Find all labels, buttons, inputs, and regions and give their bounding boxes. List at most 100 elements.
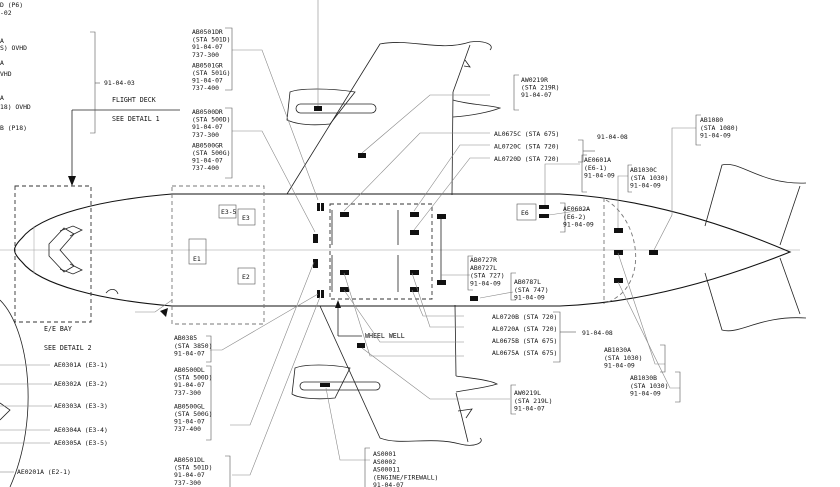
bond-marker <box>357 343 365 348</box>
callout-ab0500l-line: 91-04-07 <box>174 381 205 389</box>
callout-ab0385-line: (STA 3850) <box>174 342 212 350</box>
callout-al-lower-line: AL0675B (STA 675) <box>492 337 557 345</box>
top-left-text: S) OVHD <box>0 44 27 52</box>
callout-al-upper-date: 91-04-08 <box>597 133 628 141</box>
top-left-text: -02 <box>0 9 12 17</box>
equipment-box-e6 <box>516 203 537 221</box>
callout-ab1030a-line: 91-04-09 <box>604 362 635 370</box>
callout-ae0602a-line: 91-04-09 <box>563 221 594 229</box>
equipment-label-e2: E2 <box>242 273 250 281</box>
callout-ae0601a-line: AE0601A <box>584 156 611 164</box>
see-detail-1-label: SEE DETAIL 1 <box>112 115 160 123</box>
equipment-box-e3 <box>237 208 256 226</box>
callout-al-upper-line: AL0720C (STA 720) <box>494 143 559 151</box>
bond-marker <box>314 106 322 111</box>
callout-ab0500-line: 91-04-07 <box>192 157 223 165</box>
upper-wing <box>286 41 492 195</box>
nose-antenna <box>105 288 119 295</box>
callout-ae-left-line: AE0305A (E3-5) <box>54 439 108 447</box>
callout-ab0500l-line: AB0500DL <box>174 366 205 374</box>
callout-ab1080-line: AB1080 <box>700 116 723 124</box>
bond-marker <box>320 383 330 387</box>
callout-ab0727-line: AB0727L <box>470 264 497 272</box>
callout-ab0787l-line: 91-04-09 <box>514 294 545 302</box>
callout-ae-left-line: AE0304A (E3-4) <box>54 426 108 434</box>
callout-ab0385-line: 91-04-07 <box>174 350 205 358</box>
lower-engine-pylon <box>299 381 381 391</box>
callout-ab0501dl-line: 91-04-07 <box>174 471 205 479</box>
callout-al-lower-line: AL0720A (STA 720) <box>492 325 557 333</box>
equipment-label-e3-5: E3-5 <box>221 208 237 216</box>
callout-ab0500l-line: 737-300 <box>174 389 201 397</box>
leader-lines <box>0 49 696 476</box>
callout-ab0500l-line: 91-04-07 <box>174 418 205 426</box>
callout-ab0500-line: 737-400 <box>192 164 219 172</box>
callout-ab0501-line: 91-04-07 <box>192 43 223 51</box>
wheel-well-box <box>329 203 433 300</box>
callout-al-upper-line: AL0720D (STA 720) <box>494 155 559 163</box>
callout-ab0787l-line: (STA 747) <box>514 286 549 294</box>
callout-ae-left-line: AE0201A (E2-1) <box>17 468 71 476</box>
callout-ab0501-line: 737-300 <box>192 51 219 59</box>
callout-ab0500-line: 737-300 <box>192 131 219 139</box>
callout-ab1080-line: 91-04-09 <box>700 132 731 140</box>
callout-as000-line: AS00011 <box>373 466 400 474</box>
callout-ab0500-line: (STA 500G) <box>192 149 230 157</box>
equipment-box-e3-5 <box>218 204 237 219</box>
callout-aw0219r-line: AW0219R <box>521 76 548 84</box>
upper-engine-pylon <box>295 103 377 114</box>
callout-ab0787l-line: AB0787L <box>514 278 541 286</box>
fuselage-outline <box>13 193 792 307</box>
callout-aw0219r-line: (STA 219R) <box>521 84 559 92</box>
callout-ab0501dl-line: (STA 501D) <box>174 464 212 472</box>
callout-ab0501dl-line: AB0501DL <box>174 456 205 464</box>
top-left-text: VHD <box>0 70 12 78</box>
callout-ab0727-line: AB0727R <box>470 256 497 264</box>
callout-ab0501-line: 737-400 <box>192 84 219 92</box>
top-left-text: A <box>0 37 4 45</box>
equipment-label-e3: E3 <box>242 214 250 222</box>
callout-ab1030c-line: (STA 1030) <box>630 174 668 182</box>
callout-aw0219l-line: AW0219L <box>514 389 541 397</box>
see-detail-2-label: SEE DETAIL 2 <box>44 344 92 352</box>
callout-aw0219r-line: 91-04-07 <box>521 91 552 99</box>
nose-window-frame <box>59 225 83 275</box>
callout-aw0219l-line: 91-04-07 <box>514 405 545 413</box>
right-stabilizer <box>704 163 807 246</box>
callout-aw0219l-line: (STA 219L) <box>514 397 552 405</box>
callout-ab0500l-line: (STA 500G) <box>174 410 212 418</box>
upper-wing-trailing <box>451 44 471 196</box>
callout-brackets <box>90 27 701 487</box>
callout-ab1030b-line: 91-04-09 <box>630 390 661 398</box>
callout-ab0501-line: (STA 501G) <box>192 69 230 77</box>
callout-ab0727-line: (STA 727) <box>470 272 505 280</box>
callout-ab1030b-line: AB1030B <box>630 374 657 382</box>
callout-ae0601a-line: 91-04-09 <box>584 172 615 180</box>
callout-ab0500-line: (STA 500D) <box>192 116 230 124</box>
ee-bay-label: E/E BAY <box>44 325 72 333</box>
top-left-date: 91-04-03 <box>104 79 135 87</box>
callout-ae0602a-line: (E6-2) <box>563 213 586 221</box>
lower-engine-nacelle <box>291 364 351 400</box>
upper-engine-nacelle <box>286 88 356 126</box>
callout-as000-line: AS0001 <box>373 450 396 458</box>
equipment-box-e1 <box>188 238 207 265</box>
callout-ab0500-line: AB0500DR <box>192 108 223 116</box>
equipment-box-e2 <box>237 267 256 285</box>
callout-ab0501-line: 91-04-07 <box>192 77 223 85</box>
callout-ab1030b-line: (STA 1030) <box>630 382 668 390</box>
callout-al-lower-date: 91-04-08 <box>582 329 613 337</box>
equipment-label-e6: E6 <box>521 209 529 217</box>
callout-as000-line: AS0002 <box>373 458 396 466</box>
callout-ab0501dl-line: 737-300 <box>174 479 201 487</box>
top-left-text: A <box>0 94 4 102</box>
lower-wing-trailing <box>454 304 498 443</box>
callout-al-lower-line: AL0675A (STA 675) <box>492 349 557 357</box>
ee-bay-box <box>14 185 92 323</box>
callout-ab0727-line: 91-04-09 <box>470 279 501 287</box>
flight-deck-label: FLIGHT DECK <box>112 96 156 104</box>
callout-ab1080-line: (STA 1080) <box>700 124 738 132</box>
left-stabilizer <box>704 257 807 332</box>
callout-al-upper-line: AL0675C (STA 675) <box>494 130 559 138</box>
callout-ab0500l-line: AB0500GL <box>174 402 205 410</box>
